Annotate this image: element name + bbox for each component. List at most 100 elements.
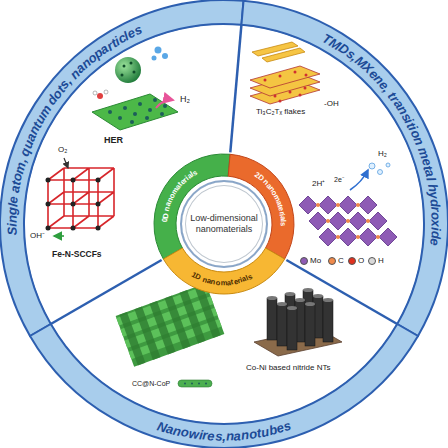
arc-letter — [65, 72, 77, 84]
arc-letter: t — [256, 426, 262, 440]
arc-letter: l — [6, 203, 19, 208]
arc-letter: 1 — [190, 271, 197, 280]
arc-letter: y — [427, 191, 441, 200]
legend-text: H — [378, 256, 384, 265]
arc-letter: , — [381, 83, 393, 94]
arc-letter: e — [428, 238, 442, 246]
band-fill — [163, 248, 284, 294]
arc-letter — [414, 142, 427, 150]
arc-letter: s — [215, 429, 223, 442]
arc-letter: t — [276, 204, 284, 209]
quantum-dots — [152, 47, 169, 61]
arc-letter: i — [184, 174, 190, 181]
arc-letter: e — [233, 278, 239, 286]
arc-letter: l — [279, 220, 287, 222]
arc-letter: m — [12, 160, 28, 175]
arc-letter: e — [125, 26, 137, 41]
arc-letter: p — [91, 46, 105, 61]
band-fill — [30, 324, 418, 448]
figure-label: CC@N-CoP — [132, 380, 170, 388]
figure-label: 2e⁻ — [334, 176, 344, 184]
band-fill — [228, 154, 294, 259]
arc-letter: , — [349, 51, 360, 63]
arc-letter: a — [186, 172, 194, 181]
arc-letter: n — [226, 429, 234, 442]
arc-letter: r — [278, 210, 286, 214]
arc-letter: i — [407, 124, 420, 133]
arc-letter: a — [98, 42, 111, 57]
arc-letter: a — [241, 275, 248, 283]
inner-disc — [24, 24, 424, 424]
legend-item: O — [348, 256, 364, 265]
legend-text: Mo — [310, 256, 321, 265]
center-title: Low-dimensional nanomaterials — [187, 213, 261, 236]
arc-letter: d — [428, 198, 442, 207]
arc-letter: r — [388, 93, 401, 105]
arc-letter: i — [429, 227, 442, 231]
figure-label: H₂ — [378, 150, 387, 159]
arc-letter: a — [233, 429, 241, 442]
arc-letter: d — [44, 93, 59, 107]
arc-letter: c — [115, 31, 128, 46]
arc-letter: D — [162, 212, 170, 218]
arc-letter: u — [20, 138, 35, 150]
legend-item: C — [328, 256, 344, 265]
hydrogen-arrow — [156, 100, 173, 108]
arc-letter: a — [23, 131, 38, 143]
figure-label: H₂ — [180, 95, 190, 105]
arc-letter: S — [5, 226, 18, 235]
arc-letter: D — [256, 173, 265, 182]
arc-letter: r — [237, 277, 242, 285]
arc-letter: n — [166, 197, 175, 204]
arc-letter: t — [9, 180, 23, 187]
figure-label: HER — [104, 136, 123, 146]
arc-letter: a — [391, 97, 406, 110]
arc-letter: t — [422, 164, 436, 172]
arc-letter: i — [198, 428, 203, 441]
arc-letter: s — [399, 110, 414, 123]
arc-letter: w — [188, 427, 200, 441]
arc-letter: o — [270, 189, 279, 197]
arc-letter: s — [279, 222, 287, 226]
arc-letter: t — [108, 36, 118, 49]
arc-letter: s — [344, 47, 358, 62]
arc-letter: n — [267, 185, 276, 193]
arc-letter: n — [202, 276, 209, 285]
arc-letter: M — [352, 53, 369, 70]
arc-letter: m — [220, 279, 227, 287]
arc-letter: n — [172, 424, 183, 438]
arc-letter: e — [178, 178, 186, 186]
mxene-layers — [250, 66, 320, 104]
arc-letter: u — [32, 113, 47, 126]
legend-item: Mo — [300, 256, 321, 265]
arc-letter: i — [5, 223, 18, 227]
legend-swatch — [328, 257, 336, 265]
hydroxide-arrow — [54, 235, 64, 237]
arc-letter: n — [371, 72, 386, 87]
figure-label: O₂ — [58, 146, 67, 155]
arc-letter: m — [416, 146, 432, 161]
arc-letter: o — [248, 427, 258, 441]
woven-mat — [116, 283, 225, 367]
arc-letter: n — [26, 124, 41, 137]
arc-letter: a — [174, 183, 182, 191]
arc-letter: n — [240, 428, 249, 442]
center-circle: Low-dimensional nanomaterials — [180, 180, 268, 268]
band-fill — [241, 1, 448, 336]
arc-letter: 0 — [161, 218, 169, 223]
arc-letter: r — [429, 206, 442, 212]
arc-letter: o — [215, 279, 220, 287]
arc-letter: d — [429, 230, 442, 239]
arc-letter: o — [49, 86, 64, 100]
arc-letter — [162, 210, 170, 214]
arc-letter: l — [245, 274, 250, 282]
arc-letter: b — [267, 423, 278, 437]
coated-fiber — [178, 380, 212, 387]
arc-letter: o — [168, 192, 177, 200]
arc-letter: D — [336, 41, 351, 57]
arc-letter: a — [423, 168, 437, 178]
arc-letter: r — [182, 176, 189, 184]
